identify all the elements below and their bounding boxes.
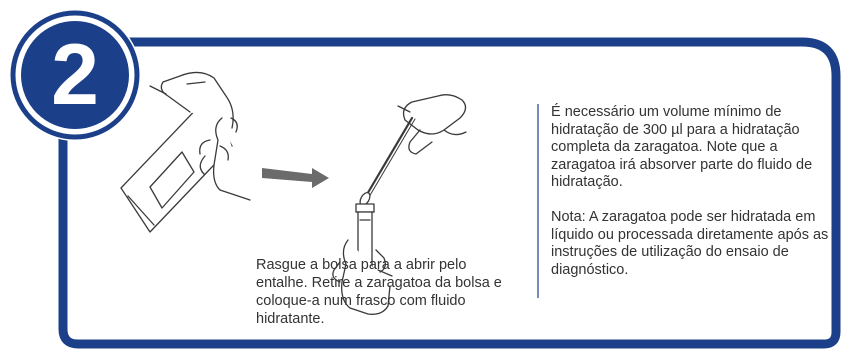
step-number-circle-icon — [9, 9, 141, 141]
info-paragraph-volume: É necessário um volume mínimo de hidrata… — [551, 104, 813, 190]
info-notes: É necessário um volume mínimo de hidrata… — [551, 104, 836, 279]
info-paragraph-note: Nota: A zaragatoa pode ser hidratada em … — [551, 209, 829, 278]
right-arrow-icon — [262, 168, 329, 188]
panel-frame — [58, 37, 841, 349]
step-caption: Rasgue a bolsa para a abrir pelo entalhe… — [256, 257, 502, 327]
hand-tearing-swab-pouch-illustration — [120, 71, 251, 233]
step-number: 2 — [51, 27, 99, 123]
swab-into-tube-illustration — [332, 94, 467, 315]
